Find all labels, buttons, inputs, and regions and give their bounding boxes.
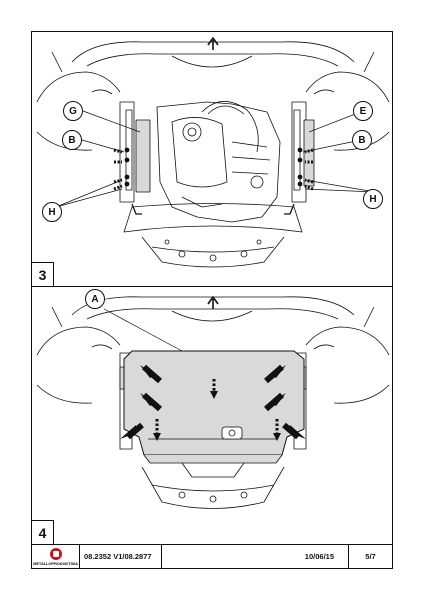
logo: METALLOPRODUKTSIIA [32, 545, 80, 568]
step-3-number: 3 [32, 262, 54, 286]
step-4-drawing [36, 296, 390, 509]
step-3-panel: G B H E B H 3 [31, 31, 393, 287]
callout-h-right: H [363, 189, 383, 209]
document-date: 10/06/15 [162, 545, 349, 568]
callout-e: E [353, 101, 373, 121]
product-code: 08.2352 V1/08.2877 [80, 545, 162, 568]
logo-text: METALLOPRODUKTSIIA [33, 560, 78, 566]
callout-b-right: B [352, 130, 372, 150]
brand-logo-icon [49, 547, 62, 560]
step-4-number: 4 [32, 520, 54, 544]
callout-b-left: B [62, 130, 82, 150]
callout-a: A [85, 289, 105, 309]
step-3-drawing [36, 37, 390, 268]
callout-h-left: H [42, 202, 62, 222]
document-footer: METALLOPRODUKTSIIA 08.2352 V1/08.2877 10… [31, 545, 393, 569]
callout-g: G [63, 101, 83, 121]
step-4-panel: A 4 [31, 287, 393, 545]
page-number: 5/7 [365, 552, 376, 561]
